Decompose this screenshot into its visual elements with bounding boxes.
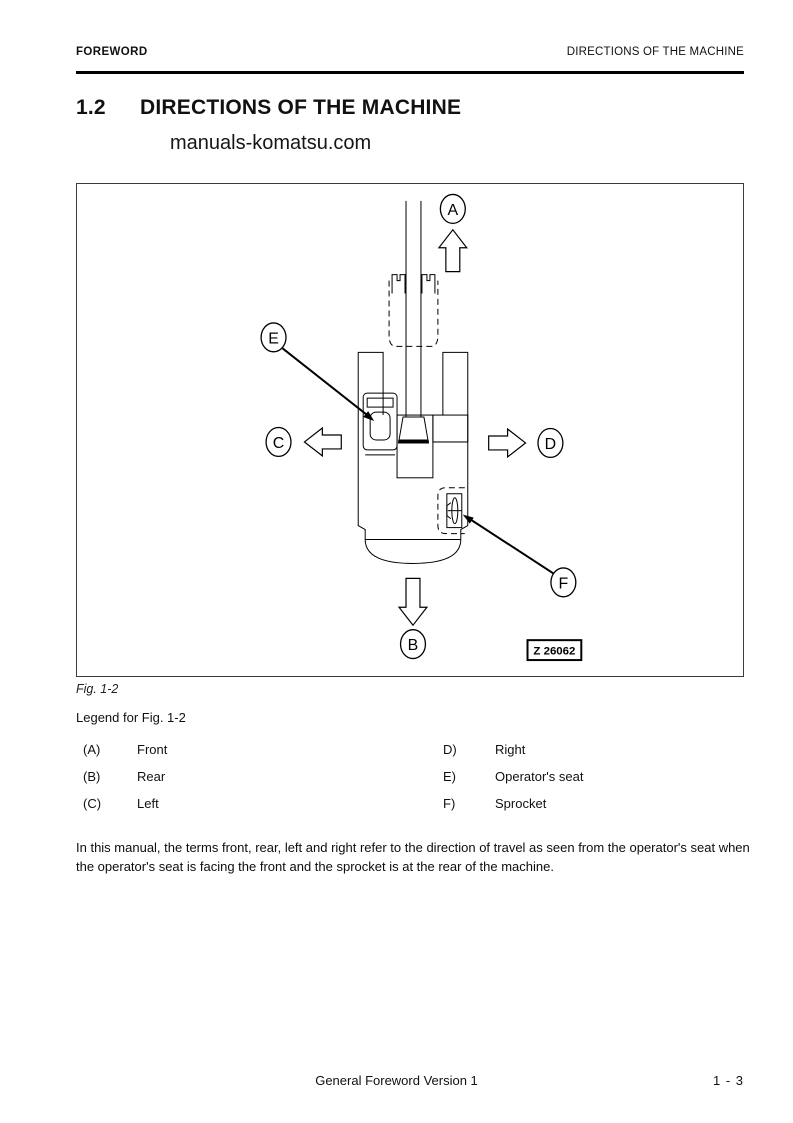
callout-d-letter: D: [545, 436, 557, 453]
legend-value: Operator's seat: [495, 769, 584, 784]
boom-foot: [398, 416, 429, 441]
counterweight-outline: [357, 519, 469, 564]
header-rule: [76, 71, 744, 74]
leader-sprocket: [462, 514, 554, 575]
callout-c: C: [265, 426, 292, 458]
callout-a: A: [439, 193, 466, 224]
callout-c-letter: C: [273, 435, 285, 452]
machine-body: [357, 351, 469, 564]
machine-top-view-figure: A B C D E F Z 26062: [260, 193, 583, 662]
engine-housing: [396, 414, 434, 479]
legend-heading: Legend for Fig. 1-2: [76, 710, 186, 725]
console-monitor: [366, 397, 394, 408]
bucket-outline: [388, 274, 439, 347]
legend-key: D): [443, 742, 457, 757]
figure-panel: A B C D E F Z 26062: [76, 183, 744, 677]
legend-key: F): [443, 796, 456, 811]
leader-operator-seat: [281, 347, 375, 422]
callout-a-letter: A: [448, 202, 459, 219]
page-title: DIRECTIONS OF THE MACHINE: [140, 96, 462, 119]
figure-caption: Fig. 1-2: [76, 682, 119, 696]
right-direction-arrow: [488, 427, 527, 459]
callout-e: E: [260, 322, 287, 353]
callout-b: B: [399, 629, 427, 660]
drawing-number-label: Z 26062: [533, 646, 575, 658]
header-chapter-label: DIRECTIONS OF THE MACHINE: [566, 46, 744, 58]
right-deck: [432, 414, 469, 443]
sprocket: [437, 487, 465, 535]
legend-key: (A): [83, 742, 101, 757]
legend-value: Left: [137, 796, 159, 811]
legend-value: Rear: [137, 769, 166, 784]
footer-doc-title: General Foreword Version 1: [315, 1073, 478, 1088]
operator-seat-console: [362, 392, 398, 451]
front-direction-arrow: [437, 228, 468, 273]
legend-value: Sprocket: [495, 796, 547, 811]
section-number: 1.2: [76, 96, 106, 119]
drawing-number-box: Z 26062: [526, 639, 583, 662]
body-paragraph: In this manual, the terms front, rear, l…: [76, 840, 750, 874]
header-section-label: FOREWORD: [76, 46, 148, 58]
rear-direction-arrow: [397, 577, 429, 627]
boom-lines: [405, 200, 422, 418]
operator-seat: [369, 411, 391, 441]
legend-key: (C): [83, 796, 102, 811]
legend-value: Front: [137, 742, 168, 757]
footer-page-number: 1 - 3: [712, 1073, 744, 1088]
watermark-text: manuals-komatsu.com: [170, 132, 372, 154]
legend-table: (A) Front D) Right (B) Rear E) Operator'…: [76, 742, 744, 811]
callout-b-letter: B: [408, 637, 419, 654]
section-title: 1.2 DIRECTIONS OF THE MACHINE: [76, 96, 461, 120]
callout-f-letter: F: [559, 575, 569, 592]
callout-f: F: [550, 567, 577, 598]
left-track: [357, 351, 384, 520]
left-direction-arrow: [303, 426, 342, 458]
legend-key: (B): [83, 769, 101, 784]
callout-e-letter: E: [268, 330, 279, 347]
page-header: FOREWORD DIRECTIONS OF THE MACHINE: [76, 46, 744, 58]
callout-d: D: [537, 427, 564, 459]
legend-value: Right: [495, 742, 526, 757]
legend-key: E): [443, 769, 456, 784]
